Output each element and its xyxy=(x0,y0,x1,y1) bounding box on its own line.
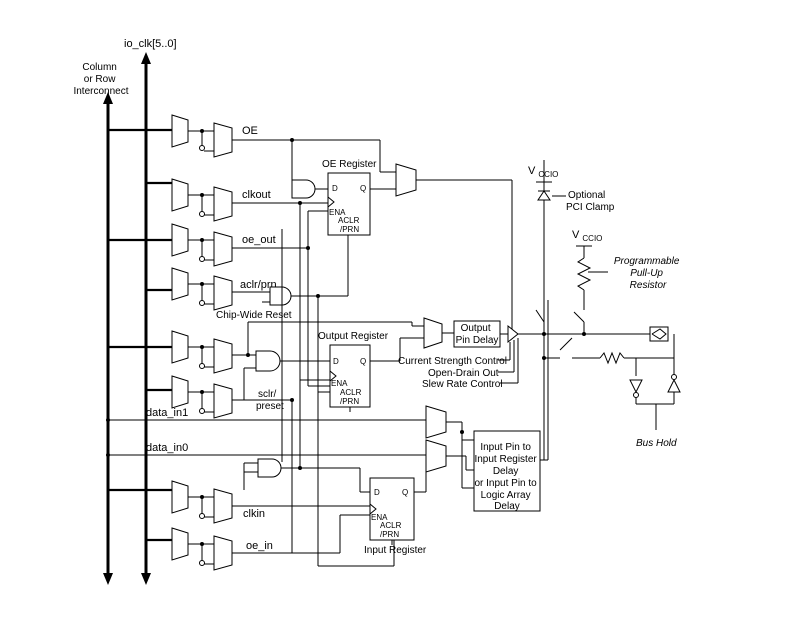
current-strength-label: Current Strength Control xyxy=(398,356,507,367)
oe-in-label: oe_in xyxy=(246,540,273,552)
clkin-label: clkin xyxy=(243,508,265,520)
bus-hold-buffer-left xyxy=(629,379,643,394)
input-delay-line5: Logic Array xyxy=(481,490,531,501)
pull-up-line3: Resistor xyxy=(630,280,667,291)
input-delay-line4: or Input Pin to xyxy=(474,478,537,489)
interconnect-bus xyxy=(103,92,113,585)
output-register: D Q ENA ACLR /PRN xyxy=(329,344,371,408)
out-reg-aclr: ACLR xyxy=(340,388,362,397)
interconnect-label-line3: Interconnect xyxy=(73,86,128,97)
data-in1-label: data_in1 xyxy=(146,407,188,419)
output-buffer xyxy=(507,324,519,344)
mux-chain-clkout xyxy=(171,178,238,222)
vccio-pci-main: V xyxy=(528,165,536,177)
vccio-pci-sub: CCIO xyxy=(538,170,558,179)
output-pin-delay-line2: Pin Delay xyxy=(456,335,499,346)
oe-reg-q: Q xyxy=(360,184,366,193)
aclr-prn-label: aclr/prn xyxy=(240,279,277,291)
output-mux xyxy=(423,317,443,349)
pull-up-label: Programmable Pull-Up Resistor xyxy=(614,256,682,291)
io-pad xyxy=(649,326,669,342)
in-reg-d: D xyxy=(374,488,380,497)
oe-out-label: oe_out xyxy=(242,234,276,246)
output-pin-delay-box xyxy=(453,320,501,348)
input-delay-label: Input Pin to Input Register Delay or Inp… xyxy=(474,442,539,512)
input-delay-line2: Input Register xyxy=(474,454,537,465)
input-delay-box xyxy=(473,430,541,512)
output-pin-delay-label: Output Pin Delay xyxy=(456,323,499,346)
io-clk-label: io_clk[5..0] xyxy=(124,38,177,50)
pull-up-line2: Pull-Up xyxy=(630,268,663,279)
vccio-label-pullup: V CCIO xyxy=(572,229,602,243)
oe-register: D Q ENA ACLR /PRN xyxy=(327,172,371,236)
mux-chain-oe-in xyxy=(171,527,292,571)
pci-clamp-diode xyxy=(537,190,551,201)
vccio-label-pci: V CCIO xyxy=(528,165,558,179)
pull-up-resistor xyxy=(576,257,592,291)
sclr-label-line2: preset xyxy=(256,401,284,412)
mux-chain-aclr xyxy=(171,267,238,311)
output-pin-delay-line1: Output xyxy=(461,323,491,334)
output-register-label: Output Register xyxy=(318,331,389,342)
slew-rate-label: Slew Rate Control xyxy=(422,379,503,390)
oe-register-label: OE Register xyxy=(322,159,377,170)
input-delay-line6: Delay xyxy=(494,501,520,512)
out-reg-q: Q xyxy=(360,357,366,366)
input-delay-line1: Input Pin to xyxy=(480,442,531,453)
in-reg-aclr: ACLR xyxy=(380,521,402,530)
sclr-preset-label: sclr/ preset xyxy=(256,389,284,412)
oe-output-mux xyxy=(395,163,417,197)
oe-reg-aclr: ACLR xyxy=(338,216,360,225)
io-clk-bus xyxy=(141,52,151,585)
input-and-gate xyxy=(257,458,282,478)
input-register-label: Input Register xyxy=(364,545,427,556)
pull-up-line1: Programmable xyxy=(614,256,680,267)
mux-chain-clkin xyxy=(171,480,240,524)
oe-reg-ena: ENA xyxy=(329,208,346,217)
vccio-pullup-main: V xyxy=(572,229,580,241)
data-in0-label: data_in0 xyxy=(146,442,188,454)
bus-hold-buffer-right xyxy=(667,378,681,393)
mux-chain-output-data xyxy=(171,330,248,374)
out-reg-prn: /PRN xyxy=(340,397,359,406)
bus-hold-resistor xyxy=(599,351,625,365)
mux-chain-oe xyxy=(171,114,238,158)
input-delay-line3: Delay xyxy=(493,466,519,477)
in-reg-prn: /PRN xyxy=(380,530,399,539)
mux-chain-sclr xyxy=(171,375,240,419)
interconnect-label-line1: Column xyxy=(82,62,116,73)
pci-clamp-line2: PCI Clamp xyxy=(566,202,615,213)
bus-hold-label: Bus Hold xyxy=(636,438,677,449)
open-drain-label: Open-Drain Out xyxy=(428,368,499,379)
aclr-and-gate xyxy=(269,286,292,306)
clkout-label: clkout xyxy=(242,189,271,201)
in-reg-ena: ENA xyxy=(371,513,388,522)
oe-reg-d: D xyxy=(332,184,338,193)
sclr-label-line1: sclr/ xyxy=(258,389,277,400)
out-reg-d: D xyxy=(333,357,339,366)
vccio-pullup-sub: CCIO xyxy=(582,234,602,243)
oe-label: OE xyxy=(242,125,258,137)
chip-wide-reset-label: Chip-Wide Reset xyxy=(216,310,292,321)
output-and-gate xyxy=(255,350,281,372)
pci-clamp-label: Optional PCI Clamp xyxy=(566,190,615,213)
interconnect-label-line2: or Row xyxy=(84,74,116,85)
input-mux-1 xyxy=(425,405,447,439)
out-reg-ena: ENA xyxy=(331,379,348,388)
mux-chain-oe-out xyxy=(171,223,238,267)
oe-and-gate xyxy=(291,179,316,199)
input-register: D Q ENA ACLR /PRN xyxy=(369,477,415,541)
oe-reg-prn: /PRN xyxy=(340,225,359,234)
pci-clamp-line1: Optional xyxy=(568,190,605,201)
interconnect-label: Column or Row Interconnect xyxy=(73,62,128,97)
bus-taps xyxy=(108,128,172,542)
input-mux-0 xyxy=(425,439,447,473)
in-reg-q: Q xyxy=(402,488,408,497)
